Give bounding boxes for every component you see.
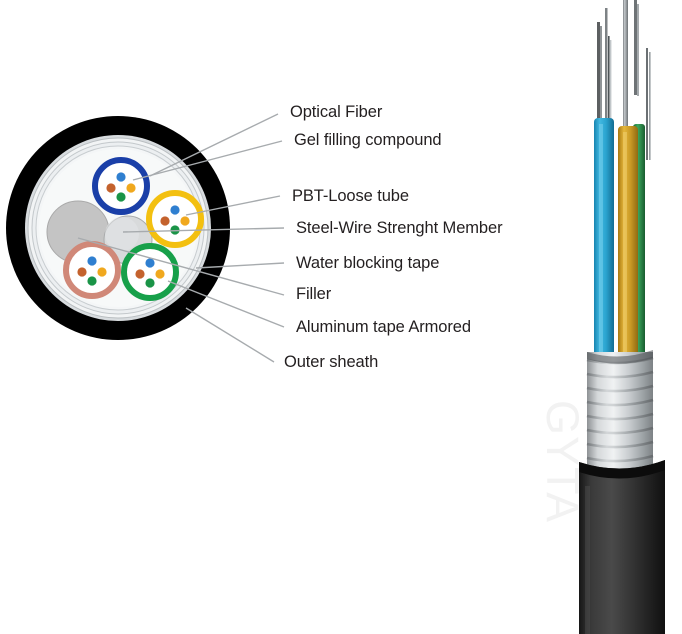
callout-label-pbt-loose-tube: PBT-Loose tube (292, 187, 409, 205)
cable-cross-section (6, 116, 230, 340)
loose-tube-pink (63, 241, 121, 299)
fiber-green (116, 192, 126, 202)
fiber-orange (160, 216, 170, 226)
callout-label-filler: Filler (296, 285, 332, 303)
fiber-green (170, 225, 180, 235)
callout-label-optical-fiber: Optical Fiber (290, 103, 383, 121)
fiber-blue (145, 258, 155, 268)
callout-label-water-blocking-tape: Water blocking tape (296, 254, 440, 272)
fiber-yellow (155, 269, 165, 279)
fiber-yellow (97, 267, 107, 277)
callout-label-aluminum-tape: Aluminum tape Armored (296, 318, 471, 336)
fiber-green (87, 276, 97, 286)
fiber-orange (106, 183, 116, 193)
loose-tube-blue (92, 157, 150, 215)
callout-label-steel-wire-member: Steel-Wire Strenght Member (296, 219, 503, 237)
fiber-blue (87, 256, 97, 266)
photo-outer-jacket (579, 460, 665, 634)
photo-loose-tube-yellow (618, 126, 638, 356)
callout-label-gel-filling-compound: Gel filling compound (294, 131, 442, 149)
fiber-blue (170, 205, 180, 215)
photo-aluminum-armor (586, 350, 654, 472)
fiber-green (145, 278, 155, 288)
photo-loose-tube-blue (594, 118, 614, 356)
cable-photograph (579, 0, 665, 634)
fiber-yellow (180, 216, 190, 226)
fiber-blue (116, 172, 126, 182)
callout-label-outer-sheath: Outer sheath (284, 353, 379, 371)
loose-tube-yellow (146, 190, 204, 248)
fiber-orange (77, 267, 87, 277)
loose-tube-green (121, 243, 179, 301)
fiber-yellow (126, 183, 136, 193)
fiber-orange (135, 269, 145, 279)
